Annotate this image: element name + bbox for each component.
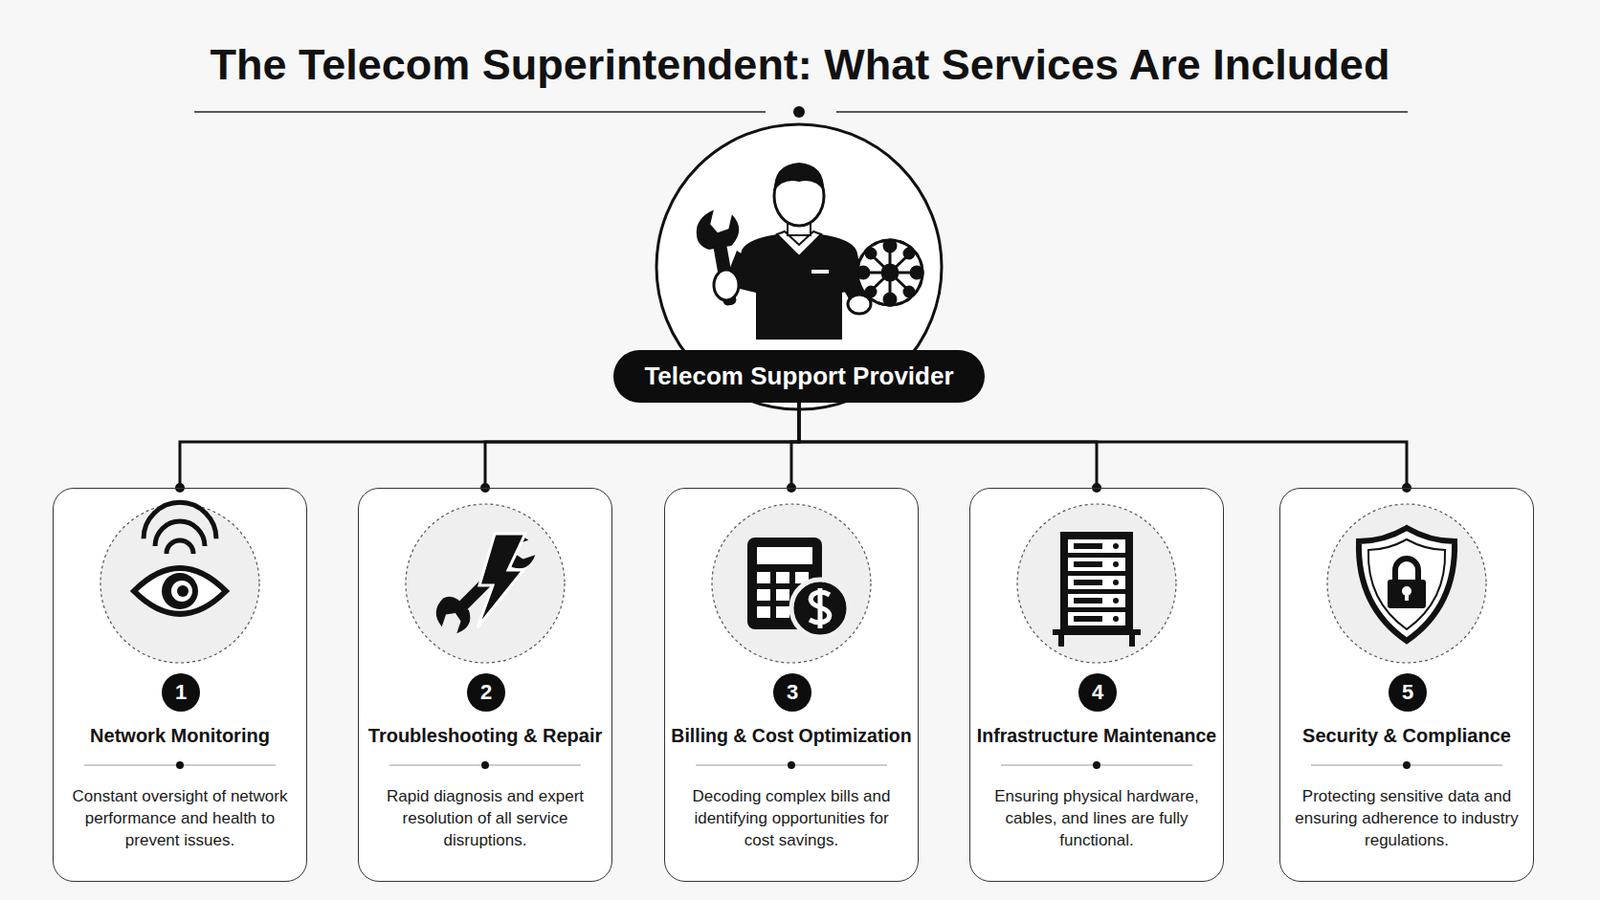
icon-glyph (428, 527, 542, 641)
number-text: 1 (175, 682, 187, 704)
card-heading: Security & Compliance (1286, 723, 1528, 749)
callout-number: 1 (161, 673, 200, 712)
card-heading: Troubleshooting & Repair (364, 723, 606, 749)
icon-glyph (1052, 532, 1141, 647)
callout-number: 3 (773, 673, 812, 712)
service-icon (1327, 504, 1487, 664)
tree-connector (799, 402, 1407, 489)
card-separator (695, 761, 888, 770)
card-description: Rapid diagnosis and expert resolution of… (372, 785, 599, 852)
icon-glyph (747, 537, 849, 638)
card-description: Decoding complex bills and identifying o… (678, 785, 905, 852)
diagram-title: The Telecom Superintendent: What Service… (0, 36, 1600, 94)
service-card: Infrastructure MaintenanceEnsuring physi… (969, 488, 1224, 883)
service-card: Billing & Cost OptimizationDecoding comp… (664, 488, 919, 883)
service-icon (405, 504, 565, 664)
title-rule (194, 106, 1408, 118)
service-icon (100, 502, 260, 664)
card-separator (1000, 761, 1193, 770)
service-icon (1017, 504, 1177, 664)
service-card: Troubleshooting & RepairRapid diagnosis … (357, 488, 613, 883)
provider-label: Telecom Support Provider (622, 361, 975, 392)
card-separator (1311, 761, 1503, 770)
callout-number: 4 (1078, 673, 1117, 712)
card-heading: Infrastructure Maintenance (976, 723, 1218, 749)
service-icon (711, 504, 871, 664)
card-description: Ensuring physical hardware, cables, and … (983, 785, 1210, 852)
service-card: Network MonitoringConstant oversight of … (52, 488, 308, 883)
card-heading: Billing & Cost Optimization (670, 723, 912, 749)
icon-glyph (133, 502, 226, 615)
card-ground (969, 488, 1224, 883)
tree-connector (179, 402, 800, 489)
card-description: Protecting sensitive data and ensuring a… (1293, 785, 1520, 852)
tree-connector (799, 402, 1097, 489)
card-ground (664, 488, 919, 883)
card-separator (84, 761, 276, 770)
service-card: Security & ComplianceProtecting sensitiv… (1279, 488, 1534, 883)
provider-pill: Telecom Support Provider (613, 350, 984, 403)
number-text: 3 (786, 682, 799, 704)
card-heading: Network Monitoring (59, 723, 301, 749)
card-separator (389, 761, 581, 770)
card-ground (357, 488, 613, 883)
number-text: 4 (1091, 682, 1104, 704)
callout-number: 5 (1388, 673, 1427, 712)
number-text: 5 (1401, 682, 1414, 704)
tree-connector (485, 402, 800, 489)
card-description: Constant oversight of network performanc… (66, 785, 293, 852)
icon-glyph (1358, 528, 1455, 642)
callout-number: 2 (466, 673, 506, 712)
card-ground (52, 488, 308, 883)
card-ground (1279, 488, 1534, 883)
number-text: 2 (480, 682, 492, 704)
